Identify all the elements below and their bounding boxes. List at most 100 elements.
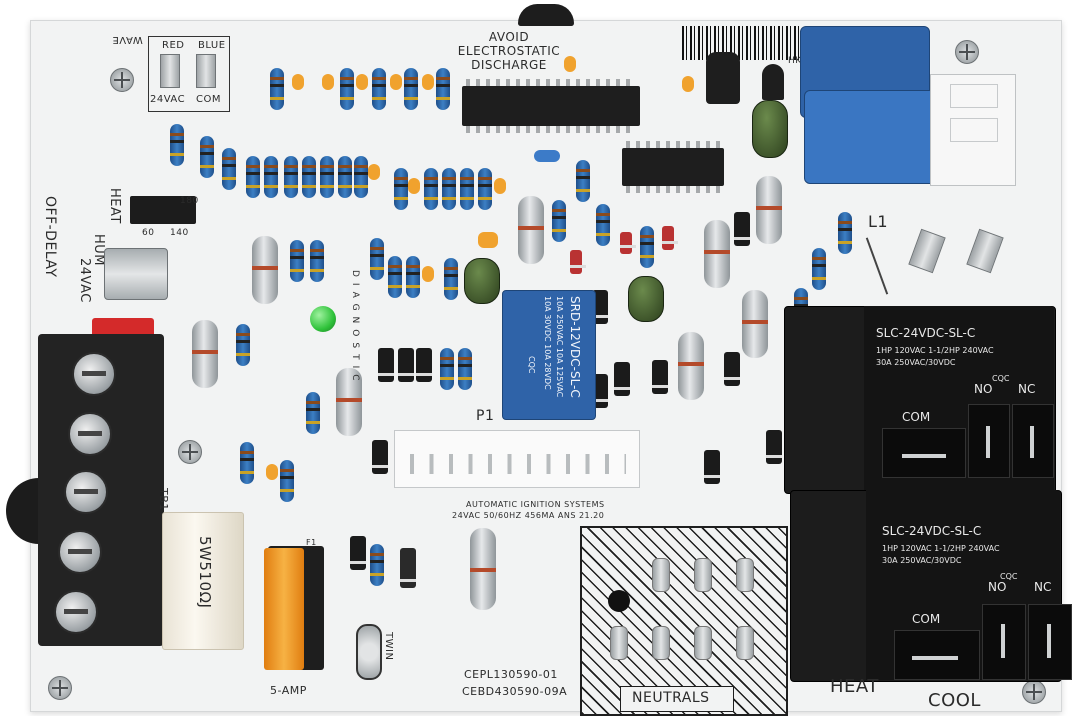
resistor <box>596 194 610 256</box>
fuse[interactable] <box>264 548 304 670</box>
com-spade-terminal[interactable] <box>196 54 216 88</box>
resistor <box>812 238 826 300</box>
neutral-contact[interactable] <box>694 558 712 592</box>
tb1-screw-4[interactable] <box>58 530 102 574</box>
heat-relay-com-label: COM <box>902 410 931 424</box>
driver-chip <box>622 141 724 193</box>
power-resistor <box>470 528 496 610</box>
neutrals-label-box <box>620 686 734 712</box>
resistor <box>236 314 250 376</box>
zener-diode <box>620 232 636 254</box>
part-number-1: CEPL130590-01 <box>464 668 558 681</box>
neutral-contact[interactable] <box>652 626 670 660</box>
diode <box>400 548 416 588</box>
cool-relay-nc-blade <box>1047 624 1051 658</box>
resistor <box>302 146 316 208</box>
ceramic-capacitor <box>478 232 498 248</box>
diode <box>372 440 388 474</box>
ceramic-capacitor <box>422 74 434 90</box>
heat-relay-line-1: 1HP 120VAC 1-1/2HP 240VAC <box>876 346 994 355</box>
resistor <box>436 58 450 120</box>
blue-wire-label: BLUE <box>198 40 226 51</box>
neutral-contact[interactable] <box>652 558 670 592</box>
cool-relay-no-terminal[interactable] <box>982 604 1026 680</box>
resistor <box>458 338 472 400</box>
tb1-screw-3[interactable] <box>64 470 108 514</box>
power-resistor <box>678 332 704 400</box>
tb1-screw-2[interactable] <box>68 412 112 456</box>
zener-diode <box>570 250 586 274</box>
neutral-contact[interactable] <box>610 626 628 660</box>
neutral-contact[interactable] <box>736 558 754 592</box>
diode <box>378 348 394 382</box>
24vac-spade-terminal[interactable] <box>160 54 180 88</box>
hum-terminal[interactable] <box>104 248 168 300</box>
diode <box>592 374 608 408</box>
off-delay-label: OFF-DELAY <box>42 196 58 278</box>
resistor <box>444 248 458 310</box>
cool-relay-com-terminal[interactable] <box>894 630 980 680</box>
24vac-terminal-label: 24VAC <box>150 94 186 105</box>
srd-relay-rating-2: 10A 30VDC 10A 28VDC <box>543 296 552 390</box>
resistor <box>478 158 492 220</box>
heat-relay-com-terminal[interactable] <box>882 428 966 478</box>
cool-relay-line-1: 1HP 120VAC 1-1/2HP 240VAC <box>882 544 1000 553</box>
neutral-contact[interactable] <box>736 626 754 660</box>
heat-relay-line-2: 30A 250VAC/30VDC <box>876 358 956 367</box>
diode <box>724 352 740 386</box>
resistor <box>576 150 590 212</box>
p1-header-pins <box>410 454 626 474</box>
diode <box>592 290 608 324</box>
cool-relay-no-blade <box>1001 624 1005 658</box>
cool-relay-com-label: COM <box>912 612 941 626</box>
power-resistor <box>192 320 218 388</box>
electrolytic-capacitor <box>752 100 788 158</box>
delay-60-label: 60 <box>142 228 155 238</box>
l1-label: L1 <box>868 212 889 231</box>
heat-side-label: HEAT <box>107 188 122 224</box>
neutrals-label: NEUTRALS <box>632 690 710 706</box>
ceramic-capacitor <box>564 56 576 72</box>
cool-relay-line-2: 30A 250VAC/30VDC <box>882 556 962 565</box>
voltage-regulator <box>706 52 740 104</box>
mounting-screw-mid-left <box>178 440 202 464</box>
resistor <box>370 228 384 290</box>
resistor <box>290 230 304 292</box>
diode <box>398 348 414 382</box>
resistor <box>552 190 566 252</box>
wave-label: WAVE <box>112 34 143 45</box>
24vac-side-label: 24VAC <box>77 258 92 303</box>
power-resistor <box>704 220 730 288</box>
resistor <box>338 146 352 208</box>
diagnostic-led <box>310 306 336 332</box>
cool-relay-com-blade <box>912 656 958 660</box>
power-resistor <box>742 290 768 358</box>
resistor <box>404 58 418 120</box>
cool-relay-cert: CQC <box>1000 572 1018 581</box>
com-terminal-label: COM <box>196 94 221 105</box>
top-right-connector <box>930 74 1016 186</box>
twin-terminal[interactable] <box>356 624 382 680</box>
cool-relay-no-label: NO <box>988 580 1007 594</box>
resistor <box>280 450 294 512</box>
auto-ignition-line-1: AUTOMATIC IGNITION SYSTEMS <box>466 500 605 509</box>
diode <box>350 536 366 570</box>
tb1-screw-1[interactable] <box>72 352 116 396</box>
tb1-screw-5[interactable] <box>54 590 98 634</box>
film-capacitor <box>534 150 560 162</box>
mounting-screw-top-right <box>955 40 979 64</box>
resistor <box>372 58 386 120</box>
off-delay-jumper[interactable] <box>130 196 196 224</box>
heat-bottom-label: HEAT <box>830 676 879 697</box>
electrolytic-capacitor <box>628 276 664 322</box>
resistor <box>170 114 184 176</box>
neutral-contact[interactable] <box>694 626 712 660</box>
resistor <box>370 534 384 596</box>
ceramic-capacitor <box>368 164 380 180</box>
heat-relay-cert: CQC <box>992 374 1010 383</box>
ceramic-capacitor <box>266 464 278 480</box>
ceramic-power-resistor <box>162 512 244 650</box>
mounting-screw-bottom-left <box>48 676 72 700</box>
resistor <box>340 58 354 120</box>
power-resistor <box>336 368 362 436</box>
